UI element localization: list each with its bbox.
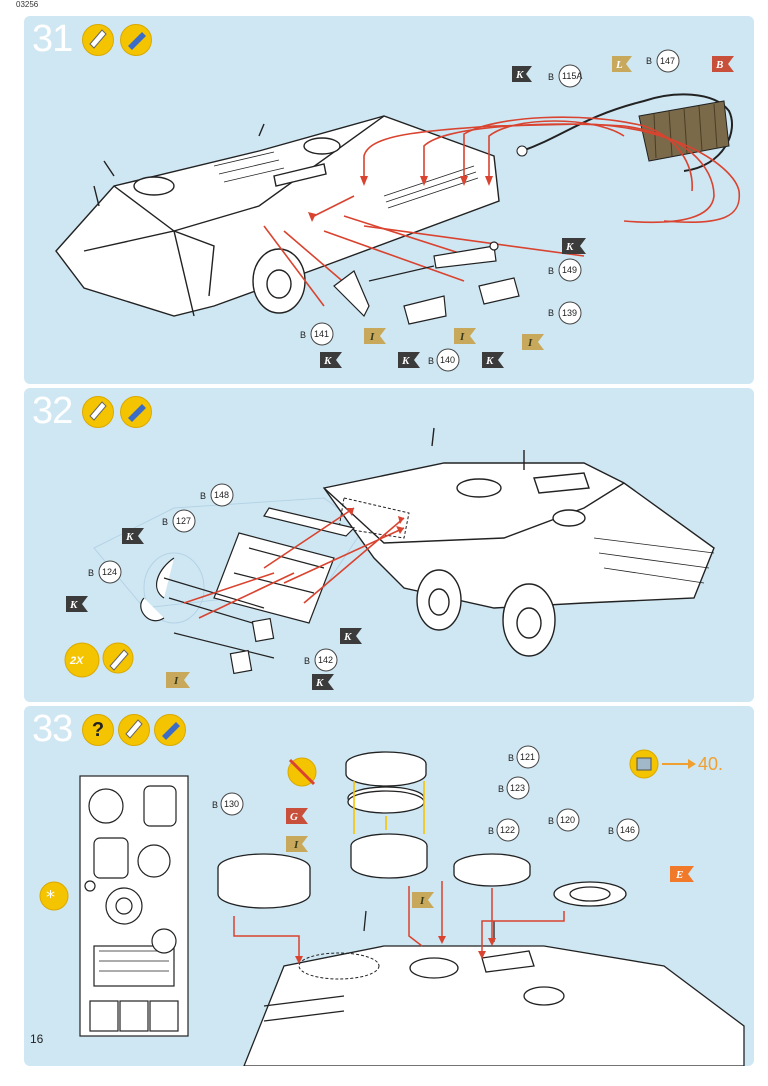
part-number: 127 xyxy=(176,516,191,526)
part-number: 149 xyxy=(562,265,577,275)
part-prefix: B xyxy=(508,753,514,763)
step-31-panel: 31 xyxy=(24,16,754,384)
flag-label: L xyxy=(615,59,623,71)
flag-label: K xyxy=(315,677,324,689)
flag-label: I xyxy=(293,839,299,851)
glue-icon xyxy=(118,714,150,746)
part-number: 121 xyxy=(520,752,535,762)
part-number: 120 xyxy=(560,815,575,825)
part-prefix: B xyxy=(200,491,206,501)
flag-label: K xyxy=(323,355,332,367)
flag-label: K xyxy=(343,631,352,643)
flag-label: I xyxy=(419,895,425,907)
part-number: 139 xyxy=(562,308,577,318)
step-33-diagram: * xyxy=(39,719,745,1066)
part-number: 142 xyxy=(318,655,333,665)
part-number: 140 xyxy=(440,355,455,365)
part-prefix: B xyxy=(212,800,218,810)
step-number: 33 xyxy=(32,708,73,750)
flag-label: K xyxy=(565,241,574,253)
flag-label: B xyxy=(715,59,723,71)
flag-label: K xyxy=(485,355,494,367)
part-prefix: B xyxy=(548,308,554,318)
part-prefix: B xyxy=(300,330,306,340)
step-33-panel: 33 ? 40. * xyxy=(24,706,754,1066)
part-prefix: B xyxy=(498,784,504,794)
part-number: 122 xyxy=(500,825,515,835)
part-number: 115A xyxy=(562,71,582,81)
step-number: 32 xyxy=(32,390,73,432)
part-number: 141 xyxy=(314,329,329,339)
part-number: 148 xyxy=(214,490,229,500)
part-number: 124 xyxy=(102,567,117,577)
part-prefix: B xyxy=(548,266,554,276)
flag-label: K xyxy=(125,531,134,543)
flag-label: I xyxy=(527,337,533,349)
page-number: 16 xyxy=(30,1032,44,1046)
svg-text:*: * xyxy=(46,887,55,908)
part-number: 130 xyxy=(224,799,239,809)
step-31-diagram: K B 115A L B 147 B K B 149 B 139 B 141 B xyxy=(55,29,741,372)
part-prefix: B xyxy=(162,517,168,527)
help-icon: ? xyxy=(82,714,114,746)
part-prefix: B xyxy=(88,568,94,578)
flag-label: I xyxy=(173,675,179,687)
step-number: 31 xyxy=(32,18,73,60)
flag-label: G xyxy=(290,811,298,823)
part-number: 146 xyxy=(620,825,635,835)
step-32-panel: 32 xyxy=(24,388,754,702)
part-prefix: B xyxy=(428,356,434,366)
part-prefix: B xyxy=(548,816,554,826)
flag-label: I xyxy=(459,331,465,343)
flag-label: I xyxy=(369,331,375,343)
document-code: 03256 xyxy=(16,0,39,9)
part-prefix: B xyxy=(304,656,310,666)
step-32-diagram: B 148 B 127 K B 124 K K B 142 K 2X I xyxy=(64,401,715,690)
flag-label: E xyxy=(675,869,683,881)
part-prefix: B xyxy=(488,826,494,836)
step-reference: 40. xyxy=(698,754,724,774)
flag-label: K xyxy=(515,69,524,81)
part-prefix: B xyxy=(646,56,652,66)
part-number: 147 xyxy=(660,56,675,66)
part-prefix: B xyxy=(548,72,554,82)
flag-label: K xyxy=(69,599,78,611)
part-number: 123 xyxy=(510,783,525,793)
part-prefix: B xyxy=(608,826,614,836)
flag-label: K xyxy=(401,355,410,367)
quantity-badge: 2X xyxy=(69,655,84,667)
